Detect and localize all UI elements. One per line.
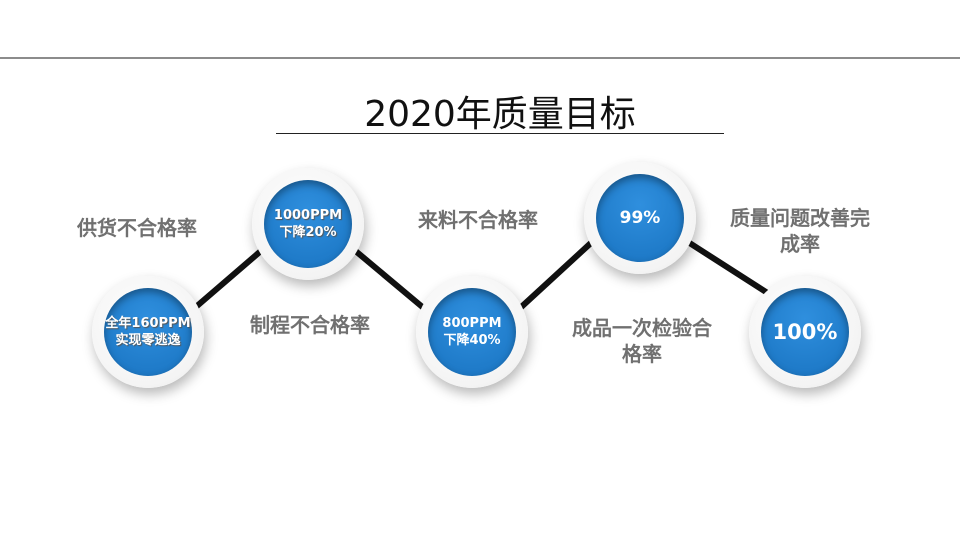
- header-rule: [0, 57, 960, 59]
- node-value-line2: 实现零逃逸: [115, 333, 181, 348]
- label-line1: 成品一次检验合: [572, 316, 712, 340]
- label-line2: 格率: [622, 342, 662, 366]
- goal-node-issue-resolution: 100%: [749, 276, 861, 388]
- title-underline: [276, 133, 724, 134]
- page-title: 2020年质量目标: [364, 94, 636, 135]
- node-value-line2: 下降20%: [279, 225, 337, 240]
- label-line2: 成率: [780, 232, 820, 256]
- goal-node-supply: 全年160PPM 实现零逃逸: [92, 276, 204, 388]
- goal-node-incoming-value: 800PPM 下降40%: [428, 288, 516, 376]
- label-first-pass-yield: 成品一次检验合 格率: [552, 315, 732, 367]
- label-process-defect-rate: 制程不合格率: [250, 313, 370, 337]
- label-line1: 质量问题改善完: [730, 206, 870, 230]
- goal-node-incoming: 800PPM 下降40%: [416, 276, 528, 388]
- label-supply-defect-rate: 供货不合格率: [77, 216, 197, 240]
- label-incoming-defect-rate: 来料不合格率: [418, 208, 538, 232]
- goal-node-first-pass-value: 99%: [596, 174, 684, 262]
- node-value: 99%: [619, 207, 661, 228]
- goal-node-process-value: 1000PPM 下降20%: [264, 180, 352, 268]
- node-value-line2: 下降40%: [443, 333, 501, 348]
- goal-node-issue-resolution-value: 100%: [761, 288, 849, 376]
- label-issue-resolution-rate: 质量问题改善完 成率: [710, 205, 890, 257]
- node-value-line1: 1000PPM: [273, 208, 343, 223]
- node-value: 100%: [772, 319, 838, 344]
- goal-node-supply-value: 全年160PPM 实现零逃逸: [104, 288, 192, 376]
- node-value-line1: 800PPM: [442, 316, 502, 331]
- goal-node-first-pass: 99%: [584, 162, 696, 274]
- goal-node-process: 1000PPM 下降20%: [252, 168, 364, 280]
- node-value-line1: 全年160PPM: [105, 316, 191, 331]
